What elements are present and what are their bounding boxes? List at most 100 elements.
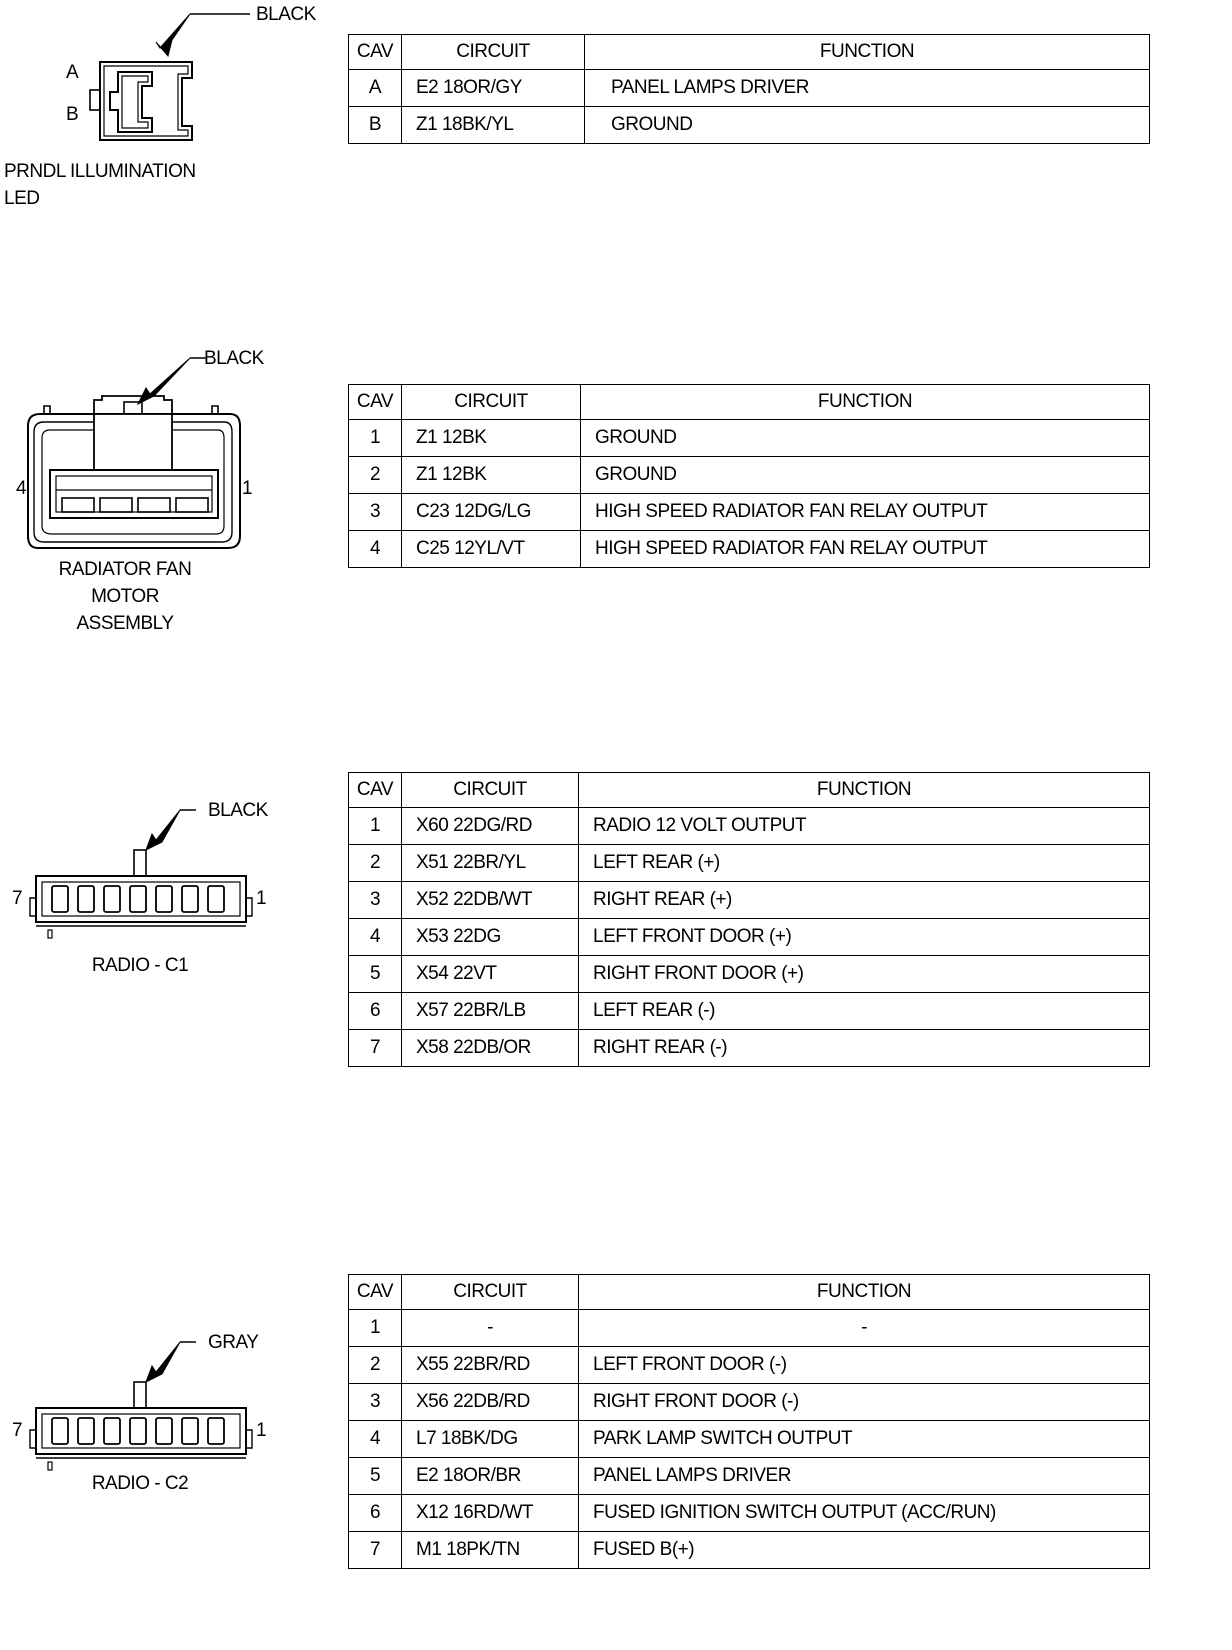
- pin-label-right: 1: [256, 888, 267, 909]
- connector-prndl-section: BLACK A B PRNDL ILLUMINATION LED CAV CIR…: [0, 0, 1232, 220]
- cell-function: PANEL LAMPS DRIVER: [584, 69, 1150, 107]
- cell-cav: 3: [348, 881, 402, 919]
- connector-name-line: MOTOR: [91, 586, 159, 607]
- header-function: FUNCTION: [578, 1274, 1150, 1310]
- table-row: 2 X51 22BR/YL LEFT REAR (+): [348, 844, 1150, 882]
- pin-label-left: 7: [12, 1420, 23, 1441]
- cell-cav: A: [348, 69, 402, 107]
- table-row: 1 Z1 12BK GROUND: [348, 419, 1150, 457]
- cell-function: RIGHT REAR (-): [578, 1029, 1150, 1067]
- cell-cav: 3: [348, 493, 402, 531]
- table-row: 4 L7 18BK/DG PARK LAMP SWITCH OUTPUT: [348, 1420, 1150, 1458]
- connector-radio-c1-section: BLACK 7 1 RADIO - C1 CAV CIRCUIT FUNCTIO…: [0, 770, 1232, 1070]
- cell-circuit: X51 22BR/YL: [401, 844, 579, 882]
- cell-circuit: X54 22VT: [401, 955, 579, 993]
- cell-cav: 5: [348, 1457, 402, 1495]
- cell-circuit: X57 22BR/LB: [401, 992, 579, 1030]
- cell-cav: 2: [348, 844, 402, 882]
- cell-circuit: Z1 18BK/YL: [401, 106, 585, 144]
- table-row: 7 X58 22DB/OR RIGHT REAR (-): [348, 1029, 1150, 1067]
- cell-cav: 1: [348, 419, 402, 457]
- wire-color-label: BLACK: [204, 348, 264, 369]
- table-header-row: CAV CIRCUIT FUNCTION: [348, 34, 1150, 70]
- cell-cav: 7: [348, 1531, 402, 1569]
- cell-circuit: E2 18OR/GY: [401, 69, 585, 107]
- cell-cav: B: [348, 106, 402, 144]
- cell-function: GROUND: [580, 456, 1150, 494]
- connector-drawing: [29, 809, 253, 939]
- header-circuit: CIRCUIT: [401, 772, 579, 808]
- header-function: FUNCTION: [584, 34, 1150, 70]
- cell-cav: 1: [348, 1309, 402, 1347]
- connector-radiator-fan-section: BLACK 4 1 RADIATOR FAN MOTOR ASSEMBLY CA…: [0, 340, 1232, 640]
- cell-circuit: X58 22DB/OR: [401, 1029, 579, 1067]
- cell-circuit: X55 22BR/RD: [401, 1346, 579, 1384]
- table-row: 1 X60 22DG/RD RADIO 12 VOLT OUTPUT: [348, 807, 1150, 845]
- wire-color-label: GRAY: [208, 1332, 259, 1353]
- table-row: A E2 18OR/GY PANEL LAMPS DRIVER: [348, 69, 1150, 107]
- cell-function: GROUND: [584, 106, 1150, 144]
- cell-function: FUSED IGNITION SWITCH OUTPUT (ACC/RUN): [578, 1494, 1150, 1532]
- header-cav: CAV: [348, 772, 402, 808]
- table-row: 3 X52 22DB/WT RIGHT REAR (+): [348, 881, 1150, 919]
- wire-color-label: BLACK: [208, 800, 268, 821]
- cell-circuit: X53 22DG: [401, 918, 579, 956]
- table-header-row: CAV CIRCUIT FUNCTION: [348, 1274, 1150, 1310]
- cell-cav: 4: [348, 530, 402, 568]
- cell-function: LEFT FRONT DOOR (+): [578, 918, 1150, 956]
- cell-cav: 3: [348, 1383, 402, 1421]
- connector-name: RADIATOR FAN MOTOR ASSEMBLY: [20, 556, 230, 637]
- connector-radio-c2-section: GRAY 7 1 RADIO - C2 CAV CIRCUIT FUNCTION…: [0, 1272, 1232, 1650]
- connector-drawing: [89, 13, 250, 141]
- cell-cav: 6: [348, 992, 402, 1030]
- cell-circuit: Z1 12BK: [401, 456, 581, 494]
- cell-cav: 2: [348, 1346, 402, 1384]
- cell-function: LEFT FRONT DOOR (-): [578, 1346, 1150, 1384]
- cell-function: PANEL LAMPS DRIVER: [578, 1457, 1150, 1495]
- table-row: 5 E2 18OR/BR PANEL LAMPS DRIVER: [348, 1457, 1150, 1495]
- radio-c1-connector-diagram: BLACK 7 1: [10, 770, 270, 950]
- table-header-row: CAV CIRCUIT FUNCTION: [348, 772, 1150, 808]
- cell-cav: 4: [348, 1420, 402, 1458]
- prndl-connector-diagram: BLACK A B: [60, 0, 316, 160]
- cell-function: RIGHT FRONT DOOR (-): [578, 1383, 1150, 1421]
- cell-circuit: X52 22DB/WT: [401, 881, 579, 919]
- cell-cav: 4: [348, 918, 402, 956]
- pin-label-b: B: [66, 104, 79, 125]
- cell-function: RIGHT REAR (+): [578, 881, 1150, 919]
- header-circuit: CIRCUIT: [401, 34, 585, 70]
- cell-circuit: C23 12DG/LG: [401, 493, 581, 531]
- header-cav: CAV: [348, 384, 402, 420]
- connector-name: RADIO - C1: [91, 955, 189, 976]
- cell-cav: 2: [348, 456, 402, 494]
- cell-function: GROUND: [580, 419, 1150, 457]
- cell-function: -: [578, 1309, 1150, 1347]
- table-row: 2 Z1 12BK GROUND: [348, 456, 1150, 494]
- wire-color-label: BLACK: [256, 4, 316, 25]
- table-row: 7 M1 18PK/TN FUSED B(+): [348, 1531, 1150, 1569]
- radiator-fan-connector-diagram: BLACK 4 1: [10, 340, 270, 570]
- table-row: 4 C25 12YL/VT HIGH SPEED RADIATOR FAN RE…: [348, 530, 1150, 568]
- cell-circuit: X56 22DB/RD: [401, 1383, 579, 1421]
- cell-function: HIGH SPEED RADIATOR FAN RELAY OUTPUT: [580, 530, 1150, 568]
- cell-function: LEFT REAR (-): [578, 992, 1150, 1030]
- table-row: 3 C23 12DG/LG HIGH SPEED RADIATOR FAN RE…: [348, 493, 1150, 531]
- table-row: 2 X55 22BR/RD LEFT FRONT DOOR (-): [348, 1346, 1150, 1384]
- cell-circuit: C25 12YL/VT: [401, 530, 581, 568]
- table-row: 6 X57 22BR/LB LEFT REAR (-): [348, 992, 1150, 1030]
- table-row: 5 X54 22VT RIGHT FRONT DOOR (+): [348, 955, 1150, 993]
- connector-drawing: [27, 357, 241, 549]
- pinout-table: CAV CIRCUIT FUNCTION 1 X60 22DG/RD RADIO…: [348, 772, 1150, 1067]
- cell-circuit: L7 18BK/DG: [401, 1420, 579, 1458]
- cell-cav: 7: [348, 1029, 402, 1067]
- pinout-table: CAV CIRCUIT FUNCTION 1 - - 2 X55 22BR/RD…: [348, 1274, 1150, 1569]
- table-row: 3 X56 22DB/RD RIGHT FRONT DOOR (-): [348, 1383, 1150, 1421]
- connector-name-line: RADIATOR FAN: [58, 559, 192, 580]
- cell-function: PARK LAMP SWITCH OUTPUT: [578, 1420, 1150, 1458]
- pin-label-left: 4: [16, 478, 27, 499]
- pin-label-left: 7: [12, 888, 23, 909]
- cell-circuit: Z1 12BK: [401, 419, 581, 457]
- pinout-table: CAV CIRCUIT FUNCTION A E2 18OR/GY PANEL …: [348, 34, 1150, 144]
- connector-name: RADIO - C2: [91, 1473, 189, 1494]
- cell-circuit: -: [401, 1309, 579, 1347]
